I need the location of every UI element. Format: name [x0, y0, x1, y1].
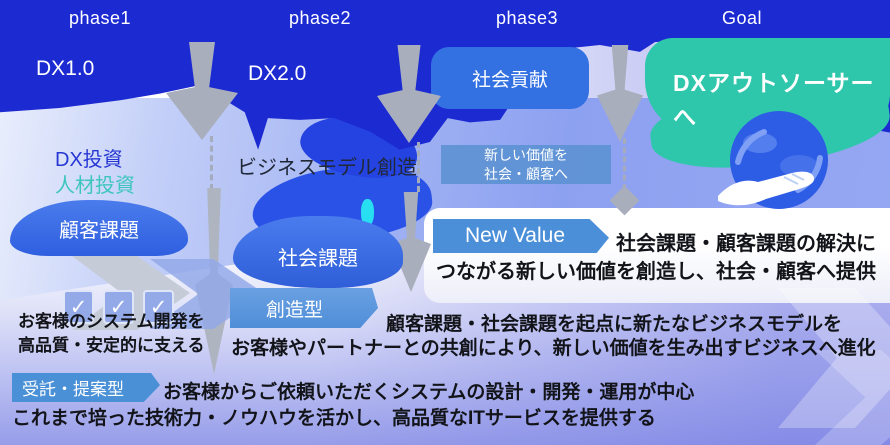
checkbox-icon: ✓ — [143, 290, 174, 324]
dashed-connector — [417, 142, 420, 192]
business-model-label: ビジネスモデル創造 — [237, 157, 417, 179]
phase1-phase2-arrow — [166, 42, 238, 140]
dx-investment-label: DX投資 — [55, 149, 123, 171]
new-value-text-line1: 社会課題・顧客課題の解決に — [616, 233, 876, 255]
social-issue-blob: 社会課題 — [233, 216, 403, 288]
new-value-ribbon-label: New Value — [465, 224, 565, 247]
goal-label: Goal — [721, 8, 763, 28]
value-box-line1: 新しい価値を — [484, 147, 568, 164]
contract-ribbon: 受託・提案型 — [12, 373, 160, 402]
dashed-connector — [623, 138, 626, 190]
checklist-text-line1: お客様のシステム開発を — [18, 312, 205, 331]
dashed-connector — [210, 136, 213, 190]
phase2-label: phase2 — [288, 8, 352, 28]
customer-issue-blob: 顧客課題 — [10, 200, 188, 256]
goal-badge-text: DXアウトソーサーへ — [673, 70, 875, 130]
dx2-label: DX2.0 — [248, 62, 307, 85]
checklist-text-line2: 高品質・安定的に支える — [18, 336, 205, 355]
checkbox-icon: ✓ — [103, 290, 134, 324]
contract-text-line1: お客様からご依頼いただくシステムの設計・開発・運用が中心 — [163, 382, 695, 403]
contract-ribbon-label: 受託・提案型 — [22, 380, 124, 399]
social-contribution-badge: 社会貢献 — [431, 47, 589, 109]
checkbox-icon: ✓ — [63, 290, 94, 324]
new-value-to-society-box: 新しい価値を 社会・顧客へ — [441, 145, 611, 184]
background-chevron-shape — [815, 350, 890, 445]
creation-text-line2: お客様やパートナーとの共創により、新しい価値を生み出すビジネスへ進化 — [231, 338, 876, 359]
creation-ribbon-label: 創造型 — [266, 299, 324, 321]
new-value-text-line2: つながる新しい価値を創造し、社会・顧客へ提供 — [436, 261, 876, 283]
value-box-line2: 社会・顧客へ — [484, 165, 568, 182]
diamond-arrowhead — [609, 185, 640, 216]
phase3-label: phase3 — [495, 8, 559, 28]
hr-investment-label: 人材投資 — [55, 175, 135, 197]
phase3-goal-arrow — [597, 45, 643, 142]
dx1-label: DX1.0 — [36, 57, 95, 80]
phase1-label: phase1 — [68, 8, 132, 28]
contract-text-line2: これまで培った技術力・ノウハウを活かし、高品質なITサービスを提供する — [12, 408, 656, 429]
new-value-ribbon: New Value — [433, 219, 609, 253]
creation-ribbon: 創造型 — [230, 288, 378, 328]
creation-text-line1: 顧客課題・社会課題を起点に新たなビジネスモデルを — [386, 314, 843, 335]
